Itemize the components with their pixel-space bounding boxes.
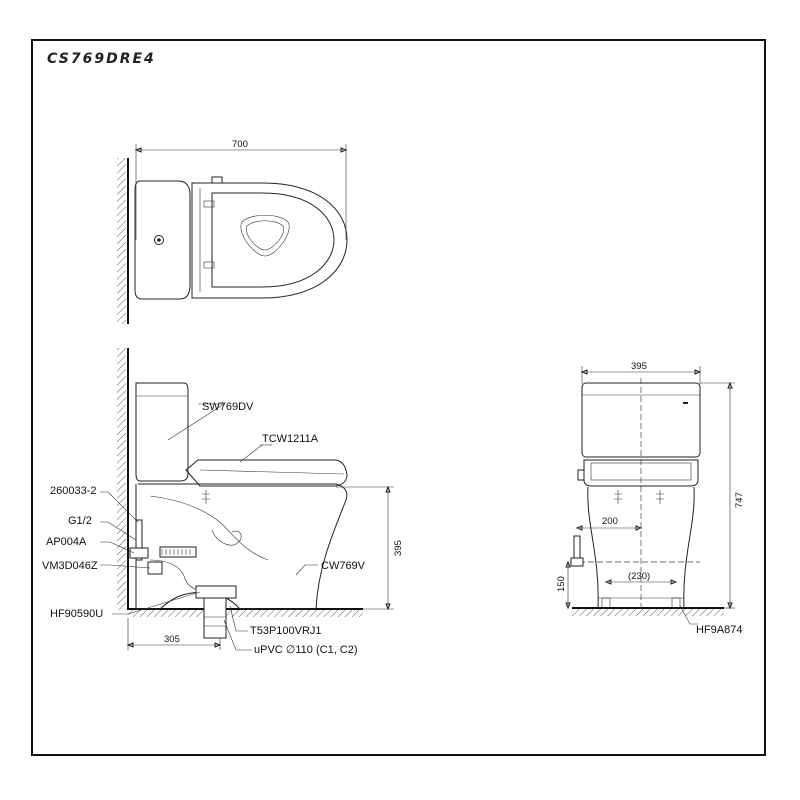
front-bolt-label: HF9A874 (696, 624, 742, 636)
bowl-outline-side (135, 483, 348, 610)
bowl-outline-front (587, 486, 695, 609)
tank-outline-side (135, 382, 189, 482)
tank-outline-top (134, 180, 191, 300)
flush-button-icon (154, 235, 164, 245)
tank-label: SW769DV (202, 401, 254, 413)
valve-label: AP004A (46, 536, 87, 548)
seat-outline-top (191, 182, 348, 299)
drain-pipe (203, 597, 227, 639)
pipe-label: uPVC ∅110 (C1, C2) (254, 644, 358, 656)
front-height-dim: 747 (734, 492, 745, 508)
front-view: 395 747 200 150 (556, 361, 745, 625)
stop-valve (129, 547, 149, 559)
front-bolt-dim: (230) (628, 571, 650, 582)
side-view: 305 395 (100, 348, 404, 651)
top-view: 700 (117, 139, 348, 324)
seat-outline-front (583, 459, 699, 487)
side-wall-hatch (117, 348, 126, 610)
thread-label: G1/2 (68, 515, 92, 527)
flange-label: HF90590U (50, 608, 103, 620)
bowl-label: CW769V (321, 560, 366, 572)
front-inlet-dim: 150 (556, 576, 567, 592)
side-floor-hatch (128, 610, 363, 617)
valve-fitting (147, 561, 163, 575)
seat-height-dim: 395 (393, 540, 404, 556)
top-width-dim: 700 (232, 139, 248, 150)
model-title: CS769DRE4 (47, 51, 156, 67)
front-supply-valve (573, 535, 581, 559)
seat-label: TCW1211A (262, 433, 319, 445)
fitting-label: VM3D046Z (42, 560, 98, 572)
front-width-dim: 395 (631, 361, 647, 372)
floor-flange (195, 585, 237, 599)
bowl-opening-top (240, 214, 290, 257)
rough-in-dim: 305 (164, 634, 180, 645)
front-offset-dim: 200 (602, 516, 618, 527)
hose-label: 260033-2 (50, 485, 97, 497)
top-wall-hatch (117, 158, 126, 324)
seat-outline-side (185, 459, 348, 487)
front-floor-hatch (572, 609, 724, 616)
drawing-frame (31, 39, 766, 756)
drain-label: T53P100VRJ1 (250, 625, 322, 637)
